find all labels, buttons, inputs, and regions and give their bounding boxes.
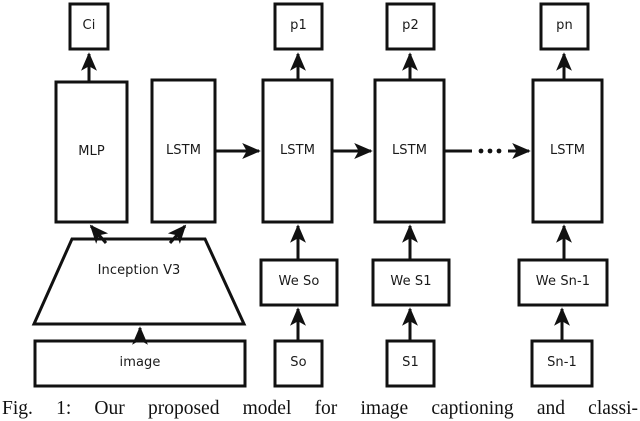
embedding-n-box [517, 258, 609, 307]
arrow-cnn-to-mlp [89, 224, 109, 244]
prediction-1-box [273, 2, 324, 51]
lstm-step-1-box [261, 78, 334, 224]
sequence-ellipsis-dots [478, 148, 502, 154]
figure-caption: Fig. 1: Our proposed model for image cap… [2, 398, 638, 419]
encoder-lstm-box [150, 78, 217, 224]
cnn-encoder-trapezoid [31, 237, 247, 326]
lstm-step-2-box [373, 78, 446, 224]
prediction-n-box [539, 2, 590, 51]
embedding-0-box [259, 258, 339, 307]
word-n-box [530, 339, 594, 388]
embedding-1-box [371, 258, 451, 307]
word-1-box [385, 339, 436, 388]
lstm-step-n-box [531, 78, 604, 224]
mlp-box [54, 80, 129, 224]
image-input-box [33, 339, 247, 388]
prediction-2-box [385, 2, 436, 51]
arrow-cnn-to-encoder-lstm [167, 224, 187, 244]
classification-output-box [68, 2, 110, 51]
word-0-box [273, 339, 324, 388]
